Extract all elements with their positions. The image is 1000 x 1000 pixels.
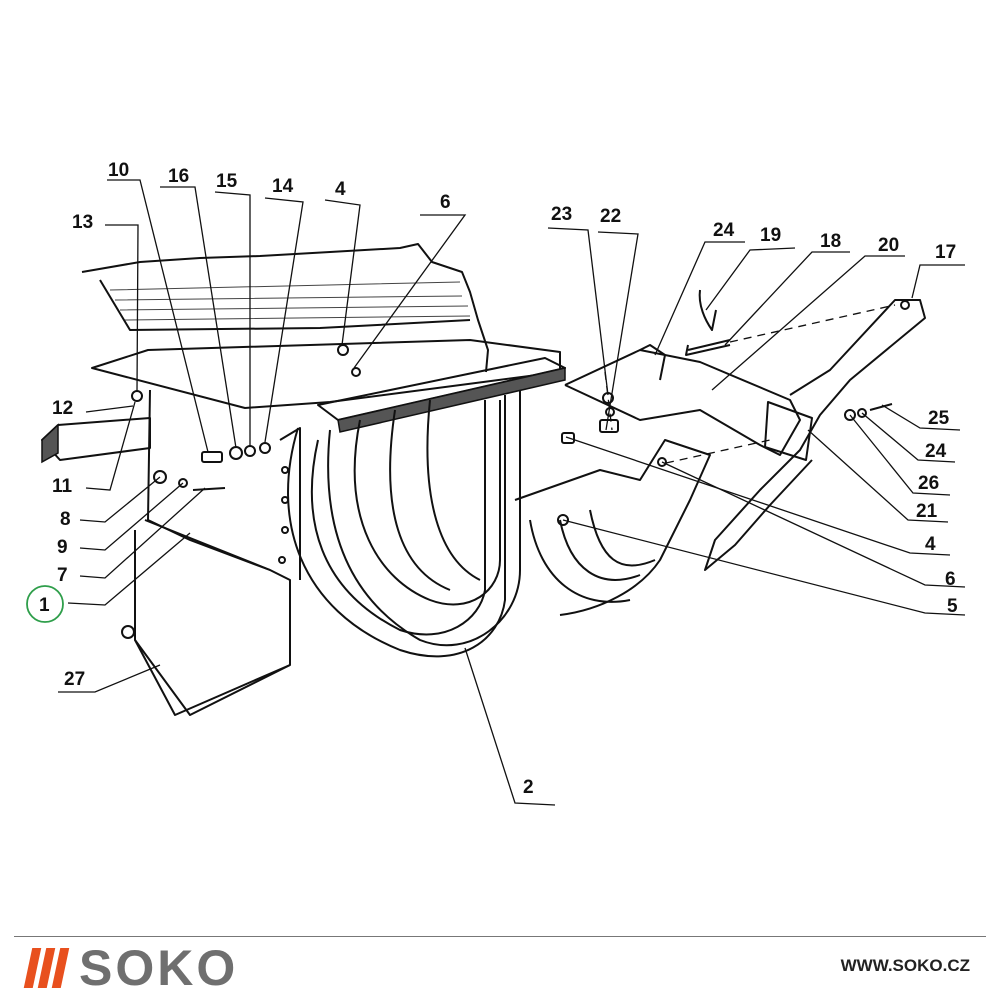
callout-6-right: 6 — [945, 569, 956, 590]
callout-12: 12 — [52, 398, 73, 419]
callout-14: 14 — [272, 176, 294, 197]
tine-assembly — [278, 390, 711, 658]
callout-11: 11 — [52, 476, 73, 497]
callout-17: 17 — [935, 242, 956, 263]
callout-25: 25 — [928, 408, 950, 429]
callout-21: 21 — [916, 501, 938, 522]
callout-4: 4 — [335, 179, 346, 200]
leader-lines — [58, 179, 966, 806]
callout-9: 9 — [57, 537, 68, 558]
bracket-assembly — [557, 289, 926, 571]
hopper-assembly — [41, 243, 566, 716]
logo-bar — [51, 948, 70, 988]
callout-1: 1 — [39, 595, 50, 616]
exploded-parts-diagram: 10 16 15 14 4 6 13 12 11 8 9 7 1 27 2 23… — [26, 160, 966, 806]
callout-labels: 10 16 15 14 4 6 13 12 11 8 9 7 1 27 2 23… — [26, 160, 958, 798]
brand-name: SOKO — [79, 940, 239, 996]
callout-15: 15 — [216, 171, 238, 192]
callout-22: 22 — [600, 206, 621, 227]
callout-16: 16 — [168, 166, 189, 187]
callout-18: 18 — [820, 231, 841, 252]
callout-10: 10 — [108, 160, 129, 181]
callout-13: 13 — [72, 212, 93, 233]
callout-1-highlight-circle — [26, 585, 64, 623]
logo-bars-icon — [23, 948, 70, 988]
callout-7: 7 — [57, 565, 68, 586]
callout-24-right: 24 — [925, 441, 947, 462]
callout-4-right: 4 — [925, 534, 936, 555]
callout-24-top: 24 — [713, 220, 735, 241]
callout-19: 19 — [760, 225, 781, 246]
website-url: WWW.SOKO.CZ — [840, 956, 970, 975]
callout-26: 26 — [918, 473, 939, 494]
callout-27: 27 — [64, 669, 85, 690]
callout-23: 23 — [551, 204, 572, 225]
soko-logo: SOKO — [23, 940, 239, 996]
callout-8: 8 — [60, 509, 71, 530]
callout-2: 2 — [523, 777, 534, 798]
callout-20: 20 — [878, 235, 899, 256]
callout-6: 6 — [440, 192, 451, 213]
callout-5: 5 — [947, 596, 958, 617]
footer-divider — [14, 936, 986, 937]
